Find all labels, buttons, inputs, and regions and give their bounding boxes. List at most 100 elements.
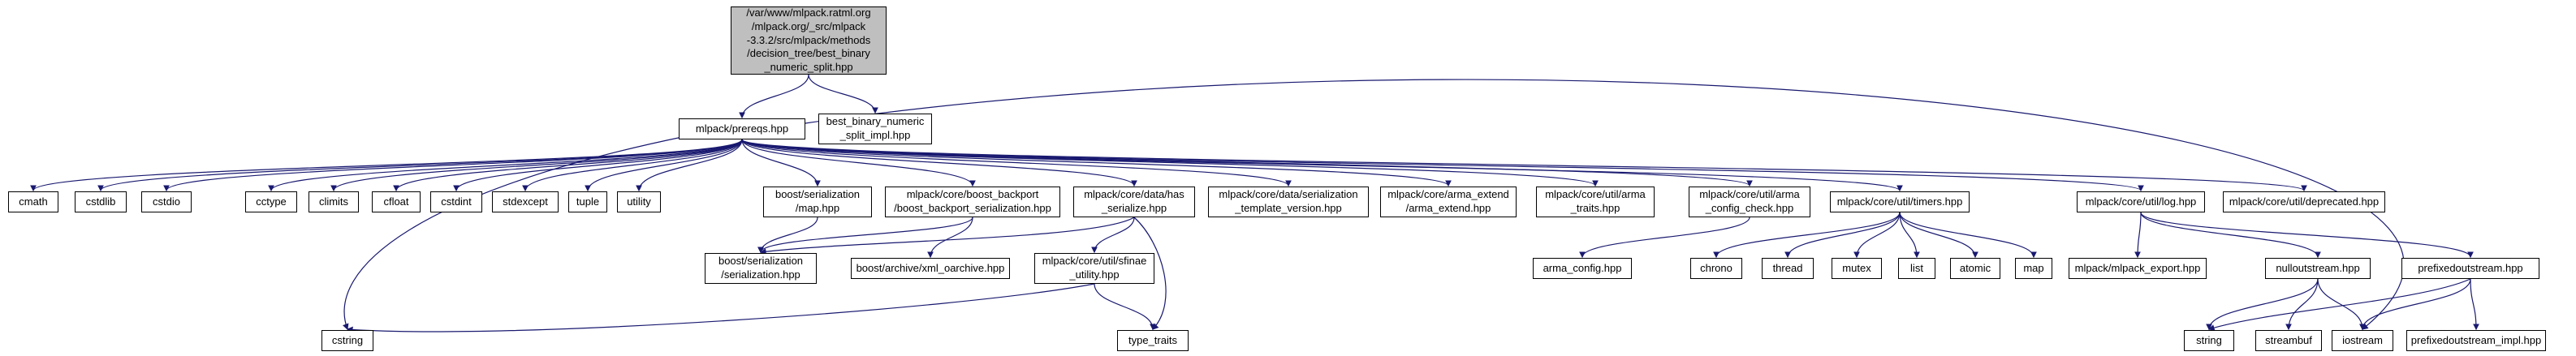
graph-node-thread[interactable]: thread — [1762, 258, 1814, 279]
graph-node-boost_backport[interactable]: mlpack/core/boost_backport/boost_backpor… — [885, 187, 1060, 217]
edge-log-to-nulloutstream — [2140, 212, 2321, 259]
graph-node-label: mlpack/core/util/sfinae — [1042, 255, 1147, 268]
graph-node-utility[interactable]: utility — [617, 191, 661, 212]
graph-node-label: boost/archive/xml_oarchive.hpp — [856, 261, 1005, 274]
graph-node-cfloat[interactable]: cfloat — [372, 191, 421, 212]
edge-prefixedoutstream-to-string — [2207, 278, 2471, 331]
graph-node-label: mlpack/core/util/arma — [1699, 188, 1800, 201]
graph-node-map[interactable]: map — [2015, 258, 2052, 279]
edge-prereqs-to-boost_ser_map — [741, 139, 821, 187]
graph-node-type_traits[interactable]: type_traits — [1117, 330, 1189, 351]
graph-node-chrono[interactable]: chrono — [1690, 258, 1742, 279]
graph-node-arma_traits[interactable]: mlpack/core/util/arma_traits.hpp — [1536, 187, 1655, 217]
graph-node-label: /serialization.hpp — [721, 268, 800, 281]
graph-node-label: mlpack/mlpack_export.hpp — [2074, 261, 2201, 274]
edge-timers-to-map — [1899, 212, 2037, 259]
graph-node-prefixedoutstream[interactable]: prefixedoutstream.hpp — [2401, 258, 2539, 279]
graph-node-sfinae[interactable]: mlpack/core/util/sfinae_utility.hpp — [1034, 253, 1154, 284]
graph-node-nulloutstream[interactable]: nulloutstream.hpp — [2265, 258, 2371, 279]
graph-node-label: cstdlib — [85, 195, 116, 208]
graph-node-label: /boost_backport_serialization.hpp — [894, 202, 1051, 214]
graph-node-label: _config_check.hpp — [1705, 202, 1794, 214]
graph-node-root[interactable]: /var/www/mlpack.ratml.org/mlpack.org/_sr… — [731, 6, 887, 75]
graph-node-timers[interactable]: mlpack/core/util/timers.hpp — [1830, 191, 1970, 212]
graph-node-label: mlpack/core/boost_backport — [906, 188, 1039, 201]
graph-node-streambuf[interactable]: streambuf — [2255, 330, 2322, 351]
graph-node-impl[interactable]: best_binary_numeric_split_impl.hpp — [818, 114, 932, 144]
edges — [30, 74, 2479, 333]
graph-node-string[interactable]: string — [2184, 330, 2234, 351]
graph-node-stdexcept[interactable]: stdexcept — [492, 191, 559, 212]
graph-node-label: chrono — [1700, 261, 1732, 274]
edge-prereqs-to-cctype — [268, 139, 743, 192]
edge-has_serialize-to-sfinae — [1091, 217, 1135, 254]
graph-node-label: mlpack/core/arma_extend — [1387, 188, 1509, 201]
graph-node-arma_extend[interactable]: mlpack/core/arma_extend/arma_extend.hpp — [1380, 187, 1517, 217]
graph-node-arma_config[interactable]: arma_config.hpp — [1533, 258, 1632, 279]
edge-has_serialize-to-boost_ser_ser — [759, 217, 1135, 255]
graph-node-deprecated[interactable]: mlpack/core/util/deprecated.hpp — [2223, 191, 2385, 212]
graph-node-mutex[interactable]: mutex — [1832, 258, 1882, 279]
graph-node-cstring[interactable]: cstring — [321, 330, 373, 351]
graph-node-label: cctype — [256, 195, 287, 208]
graph-node-cstdlib[interactable]: cstdlib — [75, 191, 127, 212]
graph-node-label: mlpack/core/util/log.hpp — [2085, 195, 2197, 208]
graph-node-label: mlpack/prereqs.hpp — [695, 122, 789, 135]
edge-prefixedoutstream-to-prefix_impl — [2470, 278, 2479, 331]
graph-node-boost_ser_ser[interactable]: boost/serialization/serialization.hpp — [705, 253, 817, 284]
graph-node-label: mlpack/core/util/arma — [1545, 188, 1646, 201]
graph-node-label: mutex — [1842, 261, 1871, 274]
edge-timers-to-atomic — [1899, 212, 1978, 259]
edge-prereqs-to-arma_traits — [741, 139, 1599, 187]
graph-node-label: _utility.hpp — [1069, 268, 1120, 281]
edge-prereqs-to-timers — [741, 139, 1903, 192]
edge-prereqs-to-ser_tmpl_ver — [741, 139, 1292, 187]
graph-node-label: mlpack/core/util/deprecated.hpp — [2229, 195, 2380, 208]
edge-timers-to-thread — [1784, 212, 1901, 259]
graph-node-prefix_impl[interactable]: prefixedoutstream_impl.hpp — [2406, 330, 2546, 351]
graph-node-label: list — [1910, 261, 1923, 274]
edge-prereqs-to-utility — [636, 139, 743, 192]
graph-node-list[interactable]: list — [1898, 258, 1935, 279]
graph-node-atomic[interactable]: atomic — [1950, 258, 2000, 279]
graph-node-ser_tmpl_ver[interactable]: mlpack/core/data/serialization_template_… — [1208, 187, 1369, 217]
edge-prereqs-to-cstdio — [163, 139, 743, 192]
graph-node-label: _traits.hpp — [1570, 202, 1620, 214]
graph-node-cstdio[interactable]: cstdio — [141, 191, 192, 212]
graph-node-label: stdexcept — [503, 195, 548, 208]
graph-node-label: tuple — [576, 195, 600, 208]
graph-node-cmath[interactable]: cmath — [8, 191, 58, 212]
edge-boost_backport-to-boost_ser_ser — [757, 217, 973, 254]
graph-node-mlpack_export[interactable]: mlpack/mlpack_export.hpp — [2069, 258, 2207, 279]
graph-node-label: nulloutstream.hpp — [2276, 261, 2360, 274]
edge-prereqs-to-log — [741, 139, 2144, 192]
edge-prereqs-to-cstring — [343, 135, 687, 331]
graph-node-label: mlpack/core/data/has — [1084, 188, 1184, 201]
graph-node-label: cfloat — [383, 195, 409, 208]
edge-log-to-prefixedoutstream — [2140, 212, 2474, 259]
edge-prereqs-to-deprecated — [741, 139, 2307, 192]
graph-node-iostream[interactable]: iostream — [2332, 330, 2393, 351]
graph-node-log[interactable]: mlpack/core/util/log.hpp — [2077, 191, 2205, 212]
graph-node-prereqs[interactable]: mlpack/prereqs.hpp — [679, 118, 805, 139]
edge-prereqs-to-cstdlib — [97, 139, 743, 192]
graph-node-boost_ser_map[interactable]: boost/serialization/map.hpp — [763, 187, 872, 217]
graph-node-label: /arma_extend.hpp — [1405, 202, 1491, 214]
graph-node-climits[interactable]: climits — [309, 191, 359, 212]
edge-nulloutstream-to-string — [2206, 278, 2319, 331]
graph-node-label: best_binary_numeric — [826, 115, 925, 128]
edge-timers-to-list — [1899, 212, 1920, 259]
graph-node-has_serialize[interactable]: mlpack/core/data/has_serialize.hpp — [1073, 187, 1195, 217]
graph-node-arma_config_check[interactable]: mlpack/core/util/arma_config_check.hpp — [1689, 187, 1810, 217]
graph-node-cstdint[interactable]: cstdint — [430, 191, 482, 212]
graph-node-cctype[interactable]: cctype — [245, 191, 297, 212]
graph-node-xml_oarchive[interactable]: boost/archive/xml_oarchive.hpp — [851, 258, 1010, 279]
graph-node-label: _template_version.hpp — [1235, 202, 1342, 214]
graph-node-label: /mlpack.org/_src/mlpack — [751, 19, 866, 32]
graph-node-tuple[interactable]: tuple — [568, 191, 607, 212]
graph-node-label: /var/www/mlpack.ratml.org — [746, 6, 871, 19]
graph-node-label: prefixedoutstream.hpp — [2418, 261, 2523, 274]
edge-prereqs-to-has_serialize — [741, 139, 1137, 187]
